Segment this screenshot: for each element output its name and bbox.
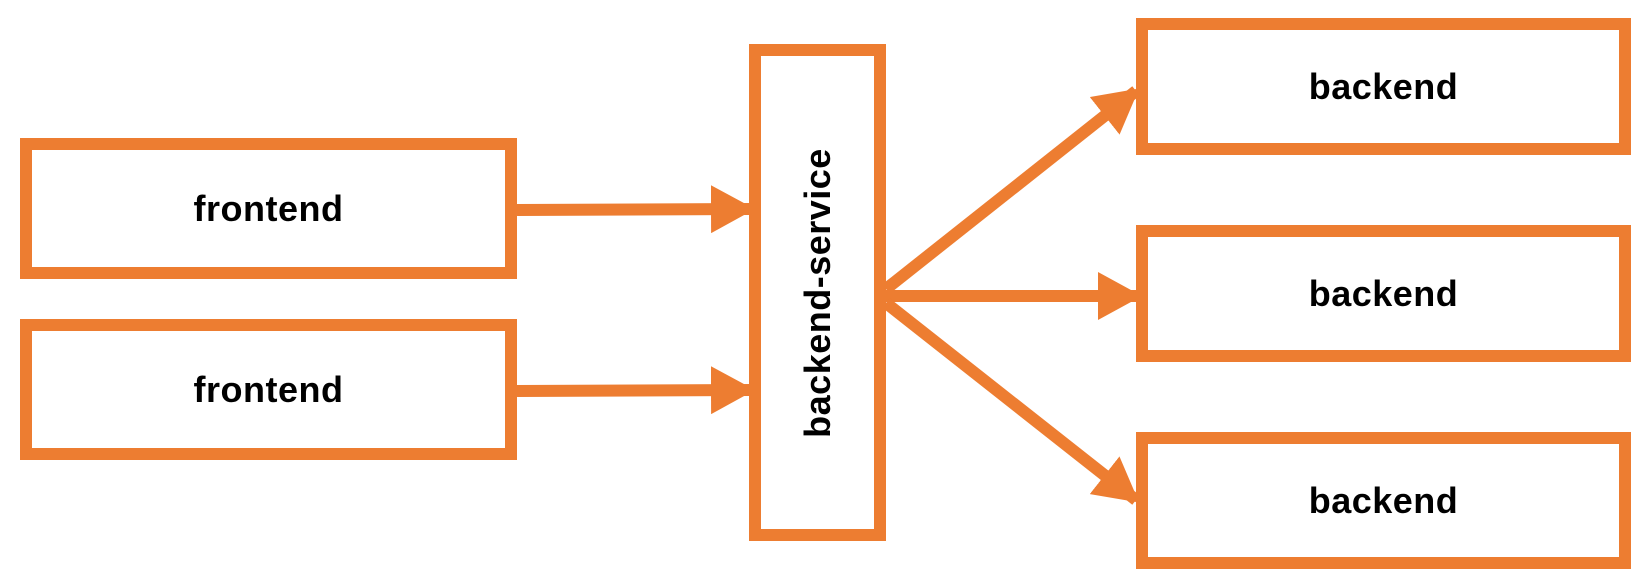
backend-node-3: backend: [1136, 432, 1631, 569]
arrow-frontend-1-to-service: [516, 185, 755, 234]
backend-service-node: backend-service: [749, 44, 886, 541]
frontend-node-2-label: frontend: [193, 368, 344, 410]
backend-node-2-label: backend: [1308, 272, 1459, 314]
backend-node-1: backend: [1136, 18, 1631, 155]
backend-node-1-label: backend: [1308, 65, 1459, 107]
frontend-node-2: frontend: [20, 319, 517, 460]
frontend-node-1: frontend: [20, 138, 517, 279]
arrow-frontend-2-to-service: [516, 366, 755, 415]
backend-service-label: backend-service: [796, 147, 838, 438]
frontend-node-1-label: frontend: [193, 187, 344, 229]
backend-node-2: backend: [1136, 225, 1631, 362]
arrow-service-to-backend-3: [882, 298, 1140, 505]
backend-node-3-label: backend: [1308, 479, 1459, 521]
arrow-service-to-backend-1: [882, 86, 1140, 294]
